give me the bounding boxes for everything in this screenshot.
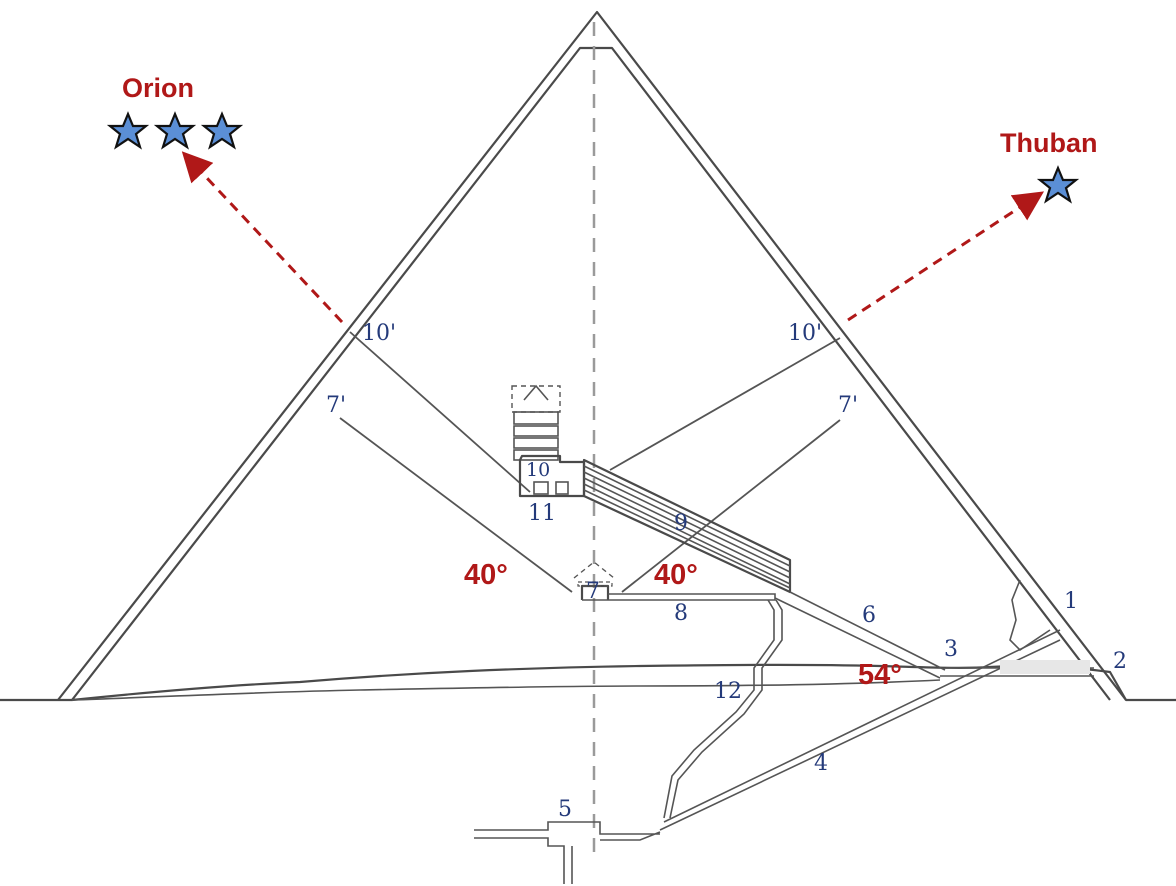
- label-3: 3: [944, 637, 958, 662]
- queens-chamber: [573, 561, 615, 600]
- kings-chamber-north-shaft: [609, 337, 841, 471]
- descending-passage: [659, 629, 1061, 831]
- ground-line-lower: [71, 679, 941, 701]
- label-10-prime-left: 10': [362, 321, 396, 346]
- subterranean-chamber: [474, 821, 661, 884]
- label-10-prime-right: 10': [788, 321, 822, 346]
- label-7-prime-right: 7': [838, 393, 858, 418]
- kings-chamber-south-shaft: [349, 331, 531, 493]
- label-1: 1: [1064, 589, 1078, 614]
- orion-label: Orion: [122, 73, 194, 103]
- star-icon: [106, 111, 150, 150]
- star-icon: [153, 111, 197, 150]
- label-8: 8: [674, 601, 688, 626]
- entrance: [940, 579, 1094, 677]
- label-10: 10: [526, 459, 550, 481]
- label-4: 4: [814, 751, 828, 776]
- pyramid-outline: [57, 10, 1127, 701]
- label-11: 11: [528, 501, 556, 526]
- queens-chamber-south-shaft: [339, 417, 573, 593]
- horizontal-passage: [582, 593, 776, 601]
- label-7: 7: [586, 579, 600, 604]
- kings-chamber: [511, 384, 586, 498]
- ascending-passage: [774, 591, 946, 679]
- ground-line: [0, 663, 1176, 702]
- orion-stars: [106, 111, 244, 150]
- thuban-arrow: [847, 191, 1045, 322]
- label-12: 12: [714, 679, 742, 704]
- orion-arrow: [181, 151, 344, 324]
- label-9: 9: [674, 511, 688, 536]
- thuban-label: Thuban: [1000, 128, 1097, 158]
- queens-chamber-north-shaft: [621, 419, 841, 593]
- label-6: 6: [862, 603, 876, 628]
- angle-left-label: 40°: [464, 559, 508, 591]
- angle-entrance-label: 54°: [858, 659, 902, 691]
- label-2: 2: [1113, 649, 1127, 674]
- angle-center-label: 40°: [654, 559, 698, 591]
- label-7-prime-left: 7': [326, 393, 346, 418]
- thuban-star-icon: [1036, 165, 1080, 204]
- star-icon: [200, 111, 244, 150]
- well-shaft: [663, 599, 783, 819]
- label-5: 5: [558, 797, 572, 822]
